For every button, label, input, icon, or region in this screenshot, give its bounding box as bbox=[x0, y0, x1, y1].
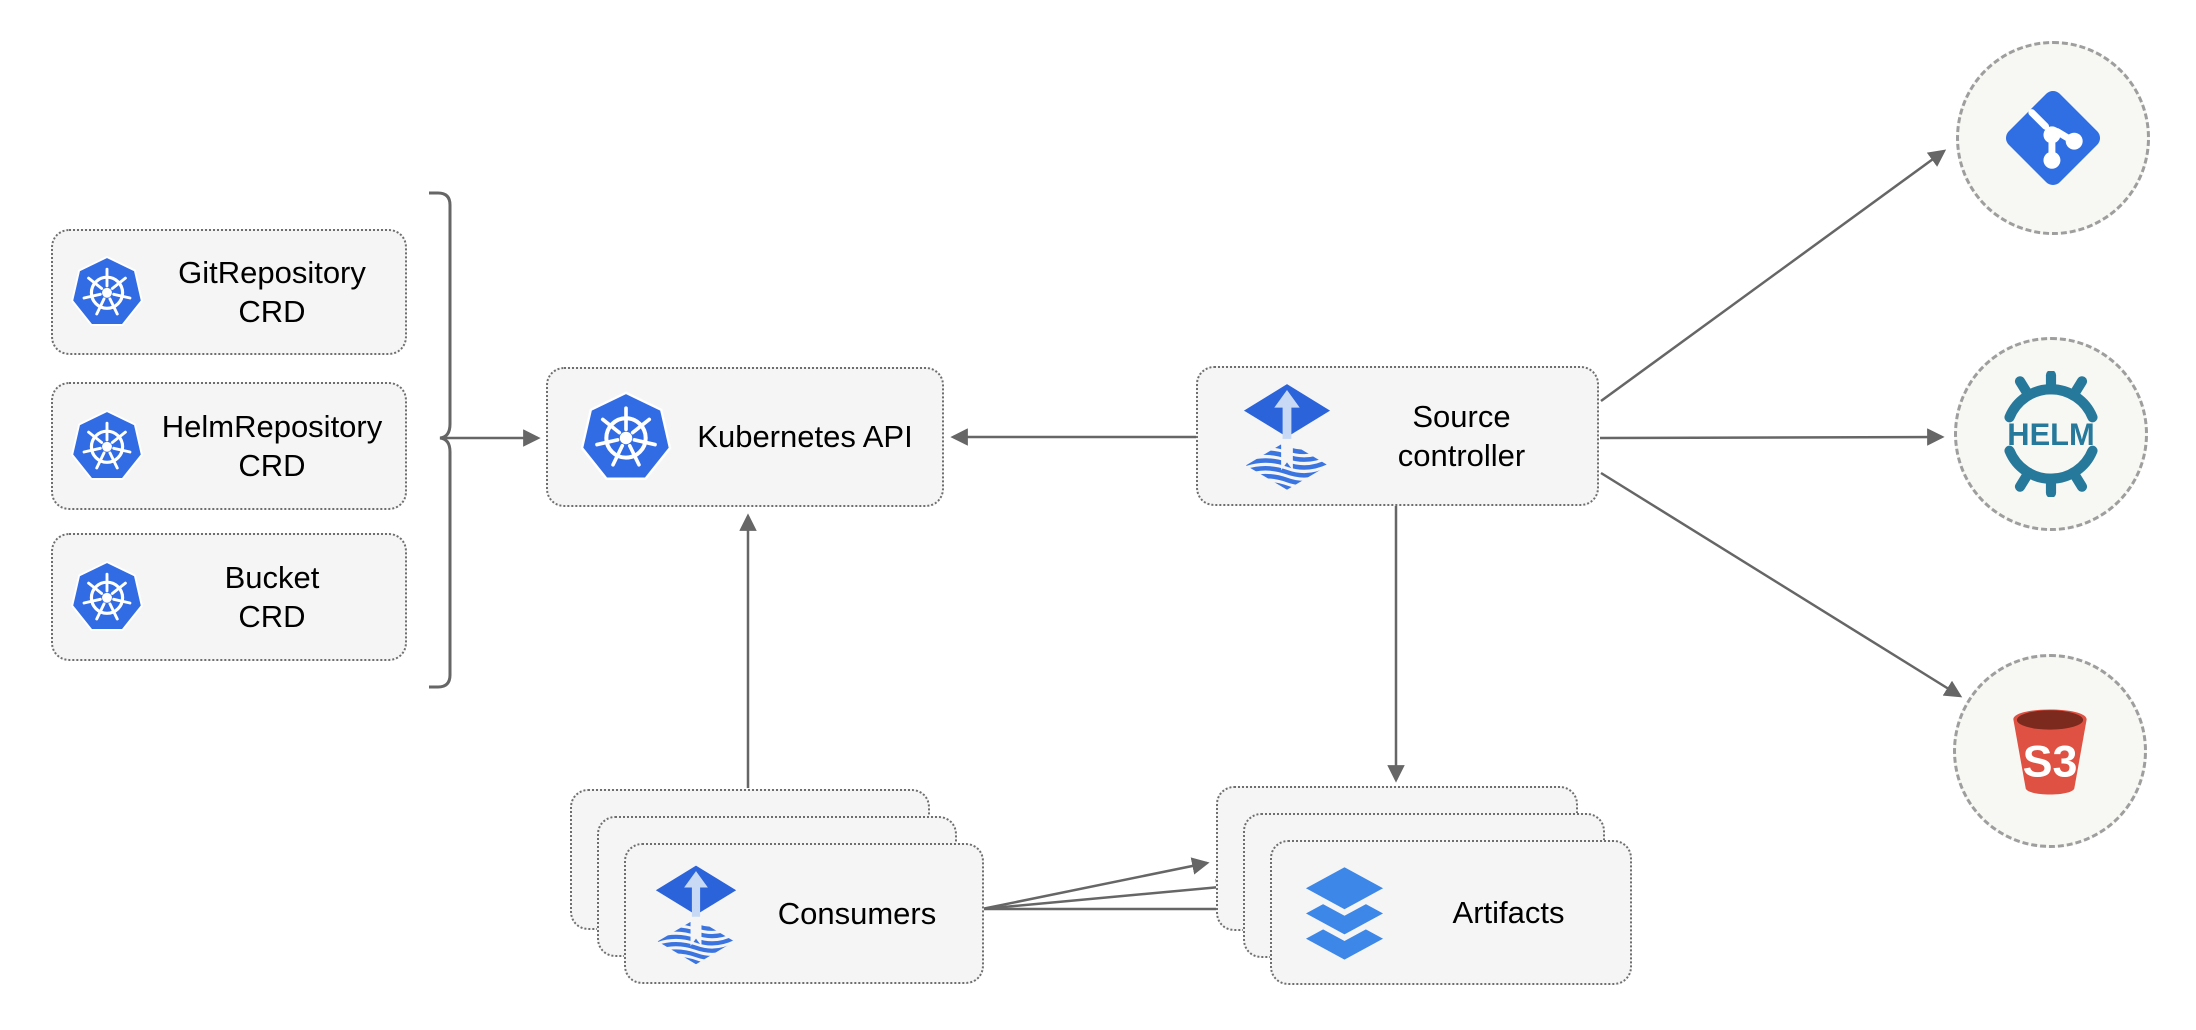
edge-source-controller-to-helm bbox=[1599, 428, 1945, 446]
helm-label: HELM bbox=[2007, 416, 2094, 452]
edge-source-controller-to-s3 bbox=[1600, 471, 1963, 698]
edge-consumers-to-artifacts-1 bbox=[981, 857, 1210, 911]
node-label: Source controller bbox=[1397, 398, 1526, 473]
s3-label: S3 bbox=[2023, 736, 2078, 786]
git-icon bbox=[2000, 85, 2106, 191]
s3-bucket-icon: S3 bbox=[1994, 695, 2106, 807]
crd-group-bracket bbox=[429, 191, 452, 689]
node-label: Consumers bbox=[777, 895, 937, 931]
node-bucket-crd: Bucket CRD bbox=[51, 533, 407, 661]
node-helm: HELM bbox=[1954, 337, 2148, 531]
node-source-controller: Source controller bbox=[1196, 366, 1599, 506]
node-s3: S3 bbox=[1953, 654, 2147, 848]
flux-icon bbox=[1242, 382, 1332, 490]
helm-icon: HELM bbox=[1988, 371, 2114, 497]
node-kubernetes-api: Kubernetes API bbox=[546, 367, 944, 507]
edge-consumers-to-artifacts-2 bbox=[981, 878, 1234, 911]
node-label: Kubernetes API bbox=[697, 419, 913, 455]
node-consumers: Consumers bbox=[624, 843, 984, 984]
node-git bbox=[1956, 41, 2150, 235]
node-label: Bucket CRD bbox=[224, 559, 320, 634]
edge-source-controller-to-git bbox=[1600, 149, 1947, 403]
node-artifacts: Artifacts bbox=[1270, 840, 1632, 985]
flux-icon bbox=[654, 859, 738, 969]
kubernetes-icon bbox=[69, 558, 145, 636]
kubernetes-icon bbox=[578, 388, 674, 486]
layers-icon bbox=[1296, 862, 1393, 963]
node-label: Artifacts bbox=[1452, 894, 1565, 930]
kubernetes-icon bbox=[69, 407, 145, 485]
node-label: GitRepository CRD bbox=[178, 254, 366, 329]
node-gitrepository-crd: GitRepository CRD bbox=[51, 229, 407, 355]
node-label: HelmRepository CRD bbox=[161, 408, 383, 483]
node-helmrepository-crd: HelmRepository CRD bbox=[51, 382, 407, 510]
kubernetes-icon bbox=[69, 253, 145, 331]
